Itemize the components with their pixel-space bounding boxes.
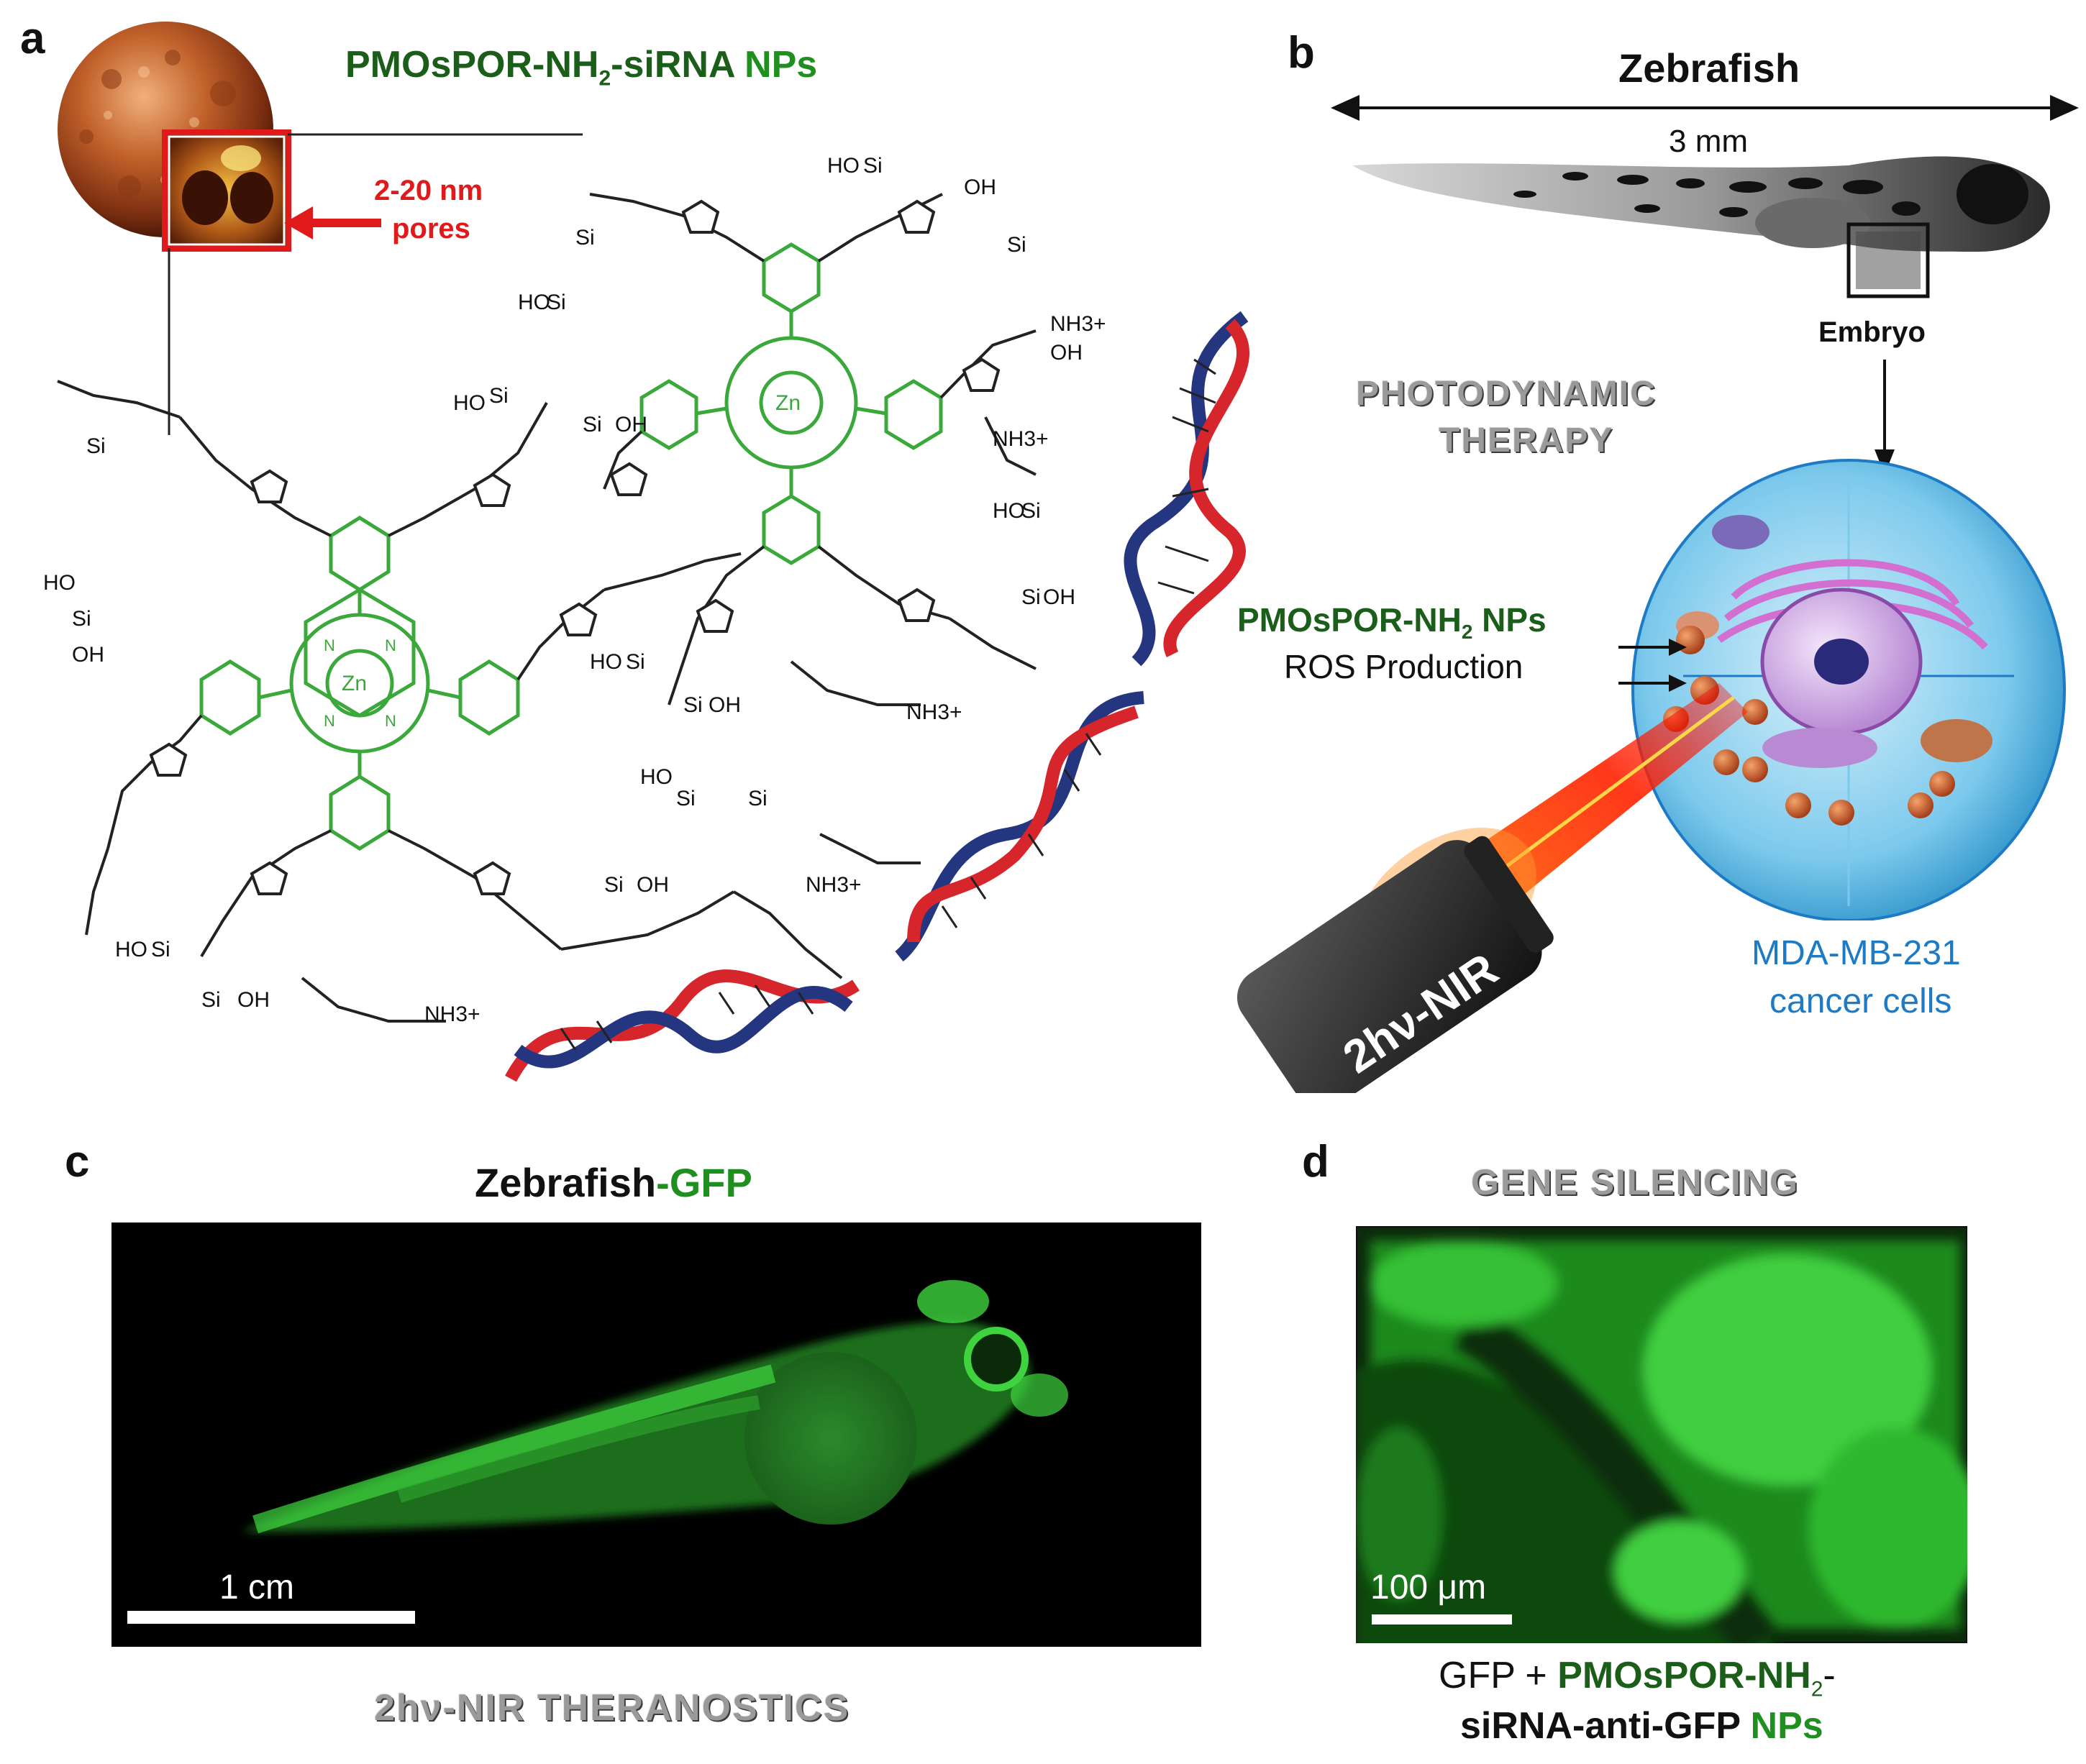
pdt-label-line2: THERAPY bbox=[1439, 421, 1614, 460]
oh-label-1: OH bbox=[72, 643, 104, 667]
si-label-11: Si bbox=[1007, 233, 1026, 257]
pore-zoom-box bbox=[162, 129, 291, 252]
length-arrow bbox=[1331, 95, 2079, 121]
panel-d-letter: d bbox=[1302, 1137, 1329, 1187]
np-cell-label-name: PMOsPOR-NH bbox=[1237, 601, 1462, 639]
oh-label-7: OH bbox=[1043, 585, 1075, 609]
si-label-12: Si bbox=[1021, 499, 1041, 523]
caption-sirna: siRNA-anti-GFP bbox=[1460, 1705, 1751, 1747]
panel-a-title-sub: 2 bbox=[598, 66, 611, 91]
embryo-label: Embryo bbox=[1818, 316, 1926, 348]
np-cell-label-sub: 2 bbox=[1461, 621, 1473, 644]
ros-arrows bbox=[1618, 639, 1687, 692]
porphyrin-core-small bbox=[639, 242, 943, 565]
n-label-1: N bbox=[324, 636, 335, 654]
n-label-2: N bbox=[385, 636, 396, 654]
panel-d-caption-line2: siRNA-anti-GFP NPs bbox=[1460, 1704, 1823, 1747]
zoom-guide-lines bbox=[168, 133, 583, 435]
ho-label-2: HO bbox=[453, 391, 486, 415]
si-label-7: Si bbox=[676, 787, 696, 810]
cells-label-line1: MDA-MB-231 bbox=[1752, 934, 1961, 972]
pores-size-label: 2-20 nm bbox=[374, 175, 483, 206]
oh-label-4: OH bbox=[637, 873, 669, 897]
si-label-2: Si bbox=[72, 607, 91, 631]
zebrafish-embryo-image bbox=[1352, 156, 2050, 298]
oh-label-6: OH bbox=[1050, 341, 1083, 365]
ho-label-6: HO bbox=[993, 499, 1025, 523]
si-label-3: Si bbox=[489, 384, 509, 408]
si-label-5: Si bbox=[151, 938, 170, 961]
cancer-cell-illustration bbox=[1631, 459, 2066, 920]
n-label-4: N bbox=[385, 712, 396, 730]
caption-gfp-plus: GFP + bbox=[1439, 1655, 1558, 1696]
scale-1cm-label: 1 cm bbox=[219, 1568, 295, 1607]
oh-label-8: OH bbox=[709, 693, 741, 717]
pdt-label-line1: PHOTODYNAMIC bbox=[1356, 375, 1657, 413]
ho-label-7: HO bbox=[590, 650, 622, 674]
scale-100um-label: 100 μm bbox=[1370, 1568, 1487, 1607]
gfp-zebrafish-image bbox=[111, 1223, 1201, 1647]
length-label: 3 mm bbox=[1669, 124, 1748, 159]
ho-label-1: HO bbox=[43, 571, 76, 595]
caption-np-sub: 2 bbox=[1811, 1677, 1823, 1701]
zn-label-small: Zn bbox=[775, 391, 801, 415]
pores-label: pores bbox=[392, 213, 470, 245]
nh3-label-2: NH3+ bbox=[424, 1002, 480, 1026]
si-label-9: Si bbox=[604, 873, 624, 897]
np-cell-label-nps: NPs bbox=[1472, 601, 1547, 639]
theranostics-label: 2hν-NIR THERANOSTICS bbox=[374, 1687, 850, 1729]
si-label-16: Si bbox=[575, 226, 595, 250]
sirna-helix-1 bbox=[1124, 311, 1250, 667]
oh-label-3: OH bbox=[237, 988, 270, 1012]
panel-c-title-zebrafish: Zebrafish bbox=[475, 1160, 657, 1205]
caption-dash: - bbox=[1823, 1655, 1836, 1696]
si-label-10: Si bbox=[863, 154, 883, 178]
ho-label-8: HO bbox=[518, 291, 550, 314]
pores-arrow bbox=[284, 206, 381, 239]
panel-d-caption-line1: GFP + PMOsPOR-NH2- bbox=[1439, 1654, 1836, 1701]
panel-b-letter: b bbox=[1288, 28, 1315, 78]
si-label-1: Si bbox=[86, 434, 106, 458]
nh3-label-4: NH3+ bbox=[993, 427, 1049, 451]
zebrafish-title: Zebrafish bbox=[1618, 45, 1800, 91]
panel-a-title-sirna: -siRNA bbox=[611, 44, 745, 86]
np-cell-label: PMOsPOR-NH2 NPs bbox=[1237, 600, 1547, 644]
oh-label-5: OH bbox=[964, 175, 996, 199]
si-label-13: Si bbox=[1021, 585, 1041, 609]
ho-label-5: HO bbox=[827, 154, 860, 178]
sirna-helix-2 bbox=[894, 691, 1144, 962]
panel-c-title-gfp: -GFP bbox=[656, 1160, 752, 1205]
zn-label-large: Zn bbox=[342, 672, 367, 695]
si-label-17: Si bbox=[547, 291, 566, 314]
panel-a-title: PMOsPOR-NH2-siRNA NPs bbox=[345, 43, 817, 91]
gene-silencing-title: GENE SILENCING bbox=[1471, 1162, 1799, 1202]
ho-label-4: HO bbox=[640, 765, 673, 789]
panel-c-title: Zebrafish-GFP bbox=[475, 1159, 752, 1206]
gene-silencing-micrograph bbox=[1356, 1226, 1967, 1643]
pmo-porphyrin-structure: Zn Zn N N N N Si HO Si OH HO Si Si OH HO… bbox=[43, 154, 1106, 1026]
panel-a-title-nps: NPs bbox=[744, 44, 818, 86]
panel-c-letter: c bbox=[65, 1137, 90, 1187]
ros-label: ROS Production bbox=[1284, 648, 1523, 685]
caption-np-name: PMOsPOR-NH bbox=[1557, 1655, 1811, 1696]
nh3-label-5: NH3+ bbox=[1050, 312, 1106, 336]
porphyrin-core-large bbox=[199, 516, 520, 851]
si-label-14: Si bbox=[626, 650, 645, 674]
cells-label-line2: cancer cells bbox=[1770, 982, 1952, 1020]
oh-label-2: OH bbox=[615, 413, 647, 437]
nh3-label-1: NH3+ bbox=[806, 873, 862, 897]
panel-a-title-np: PMOsPOR-NH bbox=[345, 44, 599, 86]
si-label-6: Si bbox=[201, 988, 221, 1012]
si-label-8: Si bbox=[748, 787, 768, 810]
sirna-helix-3 bbox=[505, 969, 860, 1082]
caption-nps: NPs bbox=[1750, 1705, 1823, 1747]
si-label-15: Si bbox=[683, 693, 703, 717]
ho-label-3: HO bbox=[115, 938, 147, 961]
nir-laser: 2hν-NIR bbox=[1236, 683, 1748, 1093]
si-label-4: Si bbox=[583, 413, 602, 437]
nh3-label-3: NH3+ bbox=[906, 700, 962, 724]
panel-a-letter: a bbox=[20, 14, 45, 63]
n-label-3: N bbox=[324, 712, 335, 730]
